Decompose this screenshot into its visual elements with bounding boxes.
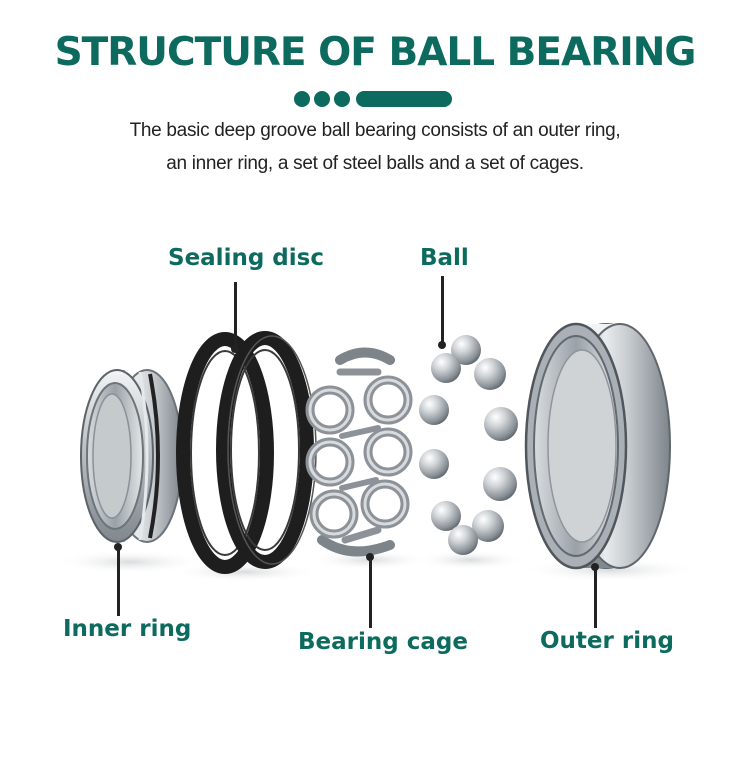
sealing-disc-part (176, 331, 317, 574)
outer-ring-label: Outer ring (540, 628, 674, 654)
sealing-disc-label: Sealing disc (168, 245, 324, 271)
description-line-2: an inner ring, a set of steel balls and … (166, 153, 584, 174)
decoration-dot (334, 91, 350, 107)
ball-set-part (419, 335, 518, 555)
sealing-disc-leader-dot (231, 345, 239, 353)
ball-leader (441, 276, 444, 344)
sealing-disc-leader (234, 282, 237, 348)
bearing-cage-part (305, 347, 413, 557)
bearing-cage-leader-dot (366, 553, 374, 561)
page-title: STRUCTURE OF BALL BEARING (54, 30, 697, 75)
inner-ring-part (80, 369, 183, 543)
bearing-cage-label: Bearing cage (298, 629, 468, 655)
inner-ring-leader (117, 546, 120, 616)
outer-ring-leader-dot (591, 563, 599, 571)
outer-ring-part (524, 322, 671, 570)
description-line-1: The basic deep groove ball bearing consi… (129, 120, 621, 141)
decoration-dot (314, 91, 330, 107)
inner-ring-leader-dot (114, 543, 122, 551)
outer-ring-leader (594, 566, 597, 628)
ball-leader-dot (438, 341, 446, 349)
decoration-bar (356, 91, 452, 107)
inner-ring-label: Inner ring (63, 616, 192, 642)
bearing-cage-leader (369, 556, 372, 628)
ball-label: Ball (420, 245, 469, 271)
decoration-dot (294, 91, 310, 107)
